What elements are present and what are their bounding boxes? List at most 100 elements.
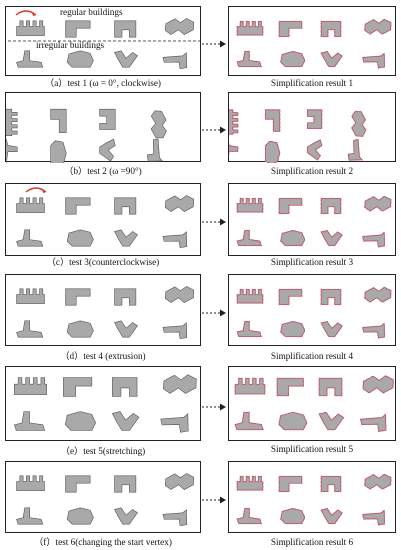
building-boot	[229, 139, 239, 163]
simplified-outline-lshape	[278, 20, 303, 38]
building-boot	[6, 138, 18, 163]
building-lshape	[278, 198, 303, 214]
simplified-outline-blob	[264, 140, 281, 163]
simplified-outline-wedge	[361, 322, 386, 339]
building-zigzag	[362, 375, 394, 394]
building-zigzag	[364, 473, 392, 490]
building-boot	[16, 507, 44, 525]
building-lshape	[278, 289, 303, 305]
simplified-outline-lshape	[278, 475, 303, 493]
test4-arrow	[201, 305, 227, 317]
dashed-arrow-icon	[202, 126, 226, 134]
simplified-outline-zigzag	[364, 286, 392, 303]
building-lshape	[65, 197, 91, 215]
building-wedge	[162, 322, 188, 340]
test6-result-diagram	[236, 473, 392, 526]
building-wedge	[160, 413, 189, 433]
building-castle	[16, 197, 45, 213]
test4-input-diagram	[16, 286, 195, 340]
building-lshape	[278, 21, 303, 37]
simplified-outline-ushape	[306, 109, 323, 130]
building-wedge	[347, 138, 363, 161]
building-ushape	[99, 108, 116, 130]
test5-result-panel	[228, 366, 396, 441]
simplified-outline-castle	[236, 288, 264, 304]
simplified-outline-zigzag	[364, 195, 392, 212]
building-chevron	[114, 50, 138, 68]
building-lshape	[63, 377, 93, 397]
building-chevron	[320, 508, 343, 524]
test6-caption: （f）test 6(changing the start vertex)	[34, 537, 172, 547]
building-chevron	[320, 321, 343, 337]
test1-arrow	[201, 36, 227, 48]
simplified-outline-zigzag	[362, 375, 394, 394]
building-wedge	[146, 138, 163, 162]
simplified-outline-zigzag	[364, 18, 392, 35]
simplified-outline-chevron	[306, 139, 323, 161]
building-ushape	[307, 109, 323, 129]
simplified-outline-wedge	[359, 413, 387, 432]
building-castle	[16, 20, 45, 36]
dashed-arrow-icon	[202, 496, 226, 504]
building-ushape	[320, 198, 342, 214]
building-lshape	[65, 20, 91, 38]
test6-input-diagram	[16, 473, 195, 527]
test2-arrow	[201, 122, 227, 134]
building-chevron	[320, 51, 343, 67]
simplified-outline-blob	[280, 507, 306, 525]
building-boot	[16, 229, 44, 247]
test1-input-diagram	[8, 10, 200, 70]
building-wedge	[162, 52, 188, 70]
building-lshape	[50, 108, 67, 133]
test2-result-diagram	[229, 109, 367, 163]
building-zigzag	[164, 286, 195, 303]
test1-result-panel	[228, 6, 396, 76]
building-chevron	[114, 320, 138, 338]
simplified-outline-chevron	[318, 411, 345, 431]
test5-arrow	[201, 399, 227, 411]
test4-result-caption: Simplification result 4	[270, 351, 354, 361]
test5-input-diagram	[13, 374, 197, 433]
building-blob	[66, 320, 94, 338]
simplified-outline-blob	[280, 229, 306, 247]
building-lshape	[276, 377, 304, 397]
test2-input-panel	[5, 92, 201, 163]
building-zigzag	[364, 286, 392, 303]
dashed-arrow-icon	[202, 403, 226, 411]
test6-input-panel	[5, 461, 201, 533]
building-ushape	[320, 476, 342, 492]
simplified-outline-lshape	[264, 109, 281, 132]
simplified-outline-ushape	[320, 288, 342, 306]
building-castle	[16, 288, 45, 304]
test5-result-diagram	[234, 375, 394, 432]
building-zigzag	[164, 473, 195, 490]
simplified-outline-boot	[234, 411, 264, 431]
simplified-outline-castle	[234, 377, 266, 395]
simplified-outline-chevron	[320, 320, 344, 338]
simplified-outline-wedge	[361, 52, 386, 69]
test3-arrow	[201, 214, 227, 226]
building-lshape	[278, 476, 303, 492]
building-wedge	[362, 509, 385, 526]
test4-result-panel	[228, 274, 396, 346]
building-ushape	[112, 377, 138, 397]
building-blob	[66, 229, 94, 247]
building-castle	[236, 198, 264, 213]
simplified-outline-ushape	[320, 197, 342, 215]
building-castle	[16, 475, 45, 491]
test3-result-diagram	[236, 195, 392, 248]
test4-result-diagram	[236, 286, 392, 339]
building-castle	[234, 377, 266, 395]
dashed-arrow-icon	[202, 309, 226, 317]
building-ushape	[114, 20, 137, 38]
building-lshape	[265, 109, 281, 132]
simplified-outline-lshape	[276, 377, 304, 397]
dashed-arrow-icon	[202, 218, 226, 226]
building-ushape	[114, 288, 137, 306]
simplified-outline-chevron	[320, 229, 344, 247]
building-castle	[236, 21, 264, 36]
simplified-outline-castle	[236, 475, 264, 491]
building-wedge	[162, 509, 188, 527]
building-boot	[16, 50, 44, 68]
building-blob	[66, 50, 94, 68]
